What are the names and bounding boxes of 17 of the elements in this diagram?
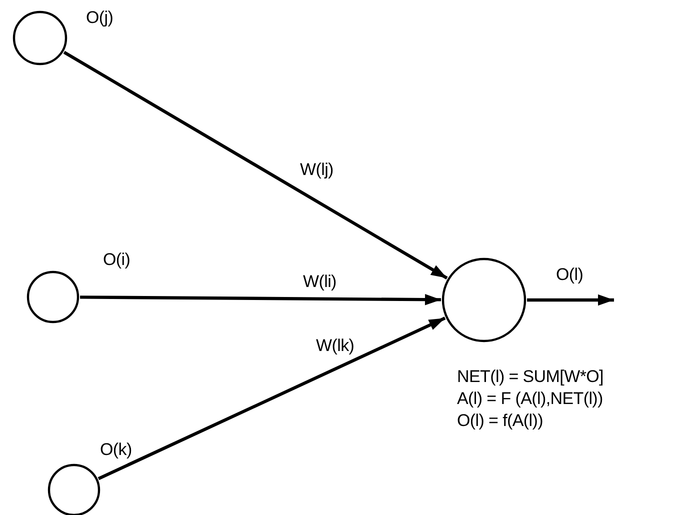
edge-label: W(lj) — [300, 160, 334, 180]
arrow — [527, 294, 614, 306]
neuron-circle — [441, 257, 527, 343]
arrow — [98, 316, 446, 480]
neuron-circle — [26, 270, 80, 324]
neuron-circle — [12, 10, 68, 66]
arrow — [80, 294, 442, 306]
edge-label: W(li) — [303, 272, 336, 292]
edge-label: W(lk) — [316, 336, 354, 356]
formula-text: O(l) = f(A(l)) — [457, 411, 543, 431]
arrow — [63, 50, 448, 280]
formula-text: A(l) = F (A(l),NET(l)) — [457, 389, 603, 409]
output-label: O(k) — [100, 440, 132, 460]
output-label: O(i) — [103, 250, 130, 270]
edge-label: O(l) — [556, 265, 584, 285]
output-label: O(j) — [86, 8, 114, 28]
formula-text: NET(l) = SUM[W*O] — [457, 367, 604, 387]
